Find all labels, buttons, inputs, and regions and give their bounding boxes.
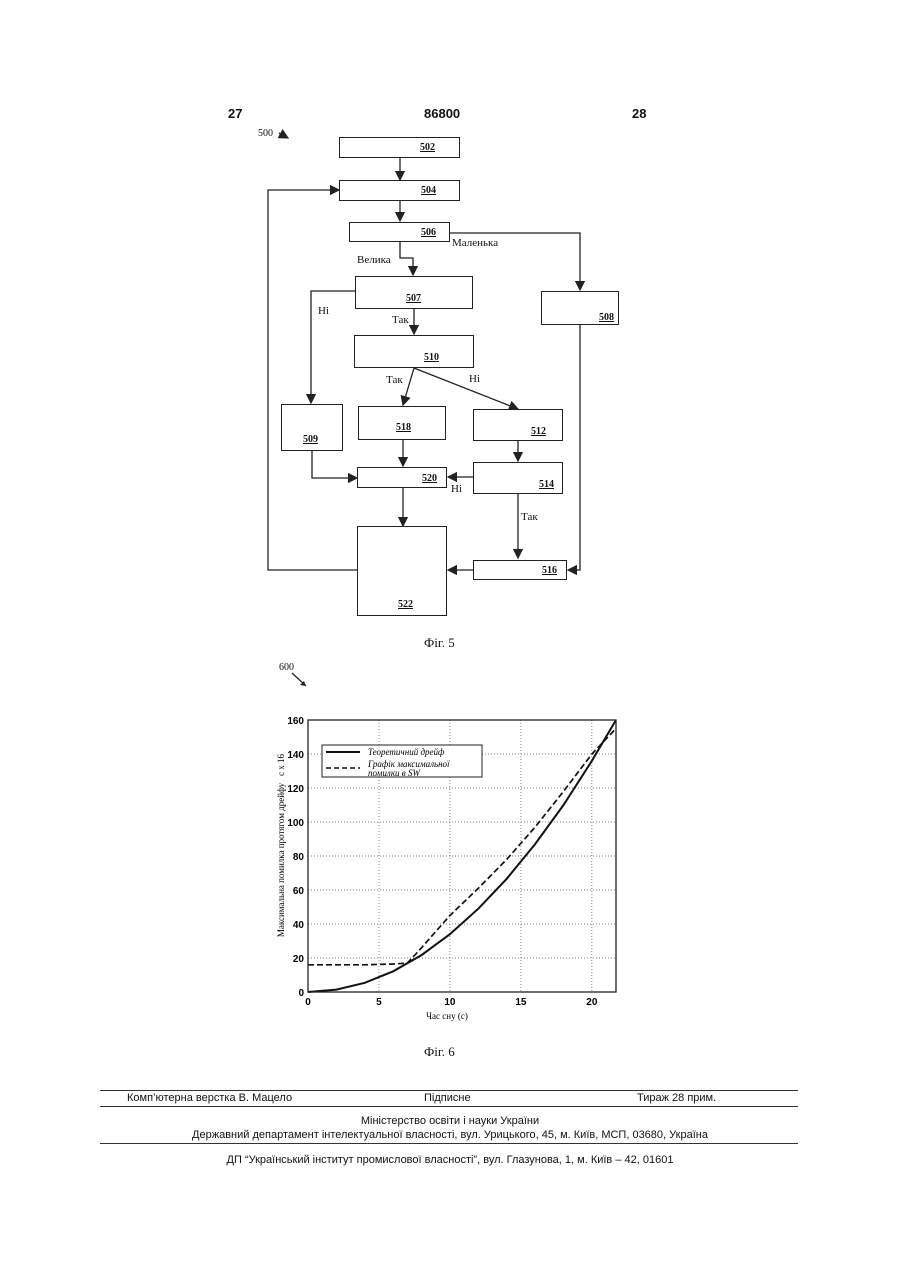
y-tick-label: 60: [293, 886, 305, 897]
footer-department: Державний департамент інтелектуальної вл…: [0, 1129, 900, 1141]
x-tick-label: 0: [305, 997, 311, 1008]
y-tick-label: 160: [287, 716, 304, 727]
footer-rule-middle: [100, 1106, 798, 1107]
footer-institute: ДП “Український інститут промислової вла…: [0, 1154, 900, 1166]
legend-entry-max-error-line2: помилки в SW: [368, 768, 421, 778]
y-tick-label: 0: [298, 988, 304, 999]
footer-ministry: Міністерство освіти і науки України: [0, 1115, 900, 1127]
footer-signed: Підписне: [424, 1092, 471, 1104]
y-tick-label: 80: [293, 852, 305, 863]
y-axis-label-extra: с х 16: [276, 754, 286, 776]
x-tick-label: 15: [515, 997, 527, 1008]
chart-legend: Теоретичний дрейф Графік максимальної по…: [322, 745, 482, 778]
x-axis-label: Час сну (с): [426, 1011, 468, 1021]
y-tick-label: 120: [287, 784, 304, 795]
figure-6-chart: 0 5 10 15 20 0 20 40 60 80 100 120 140 160 Теоретични…: [0, 0, 900, 1040]
y-tick-label: 20: [293, 954, 305, 965]
x-tick-label: 20: [586, 997, 598, 1008]
footer-layout-credit: Комп’ютерна верстка В. Мацело: [127, 1092, 292, 1104]
x-tick-label: 10: [444, 997, 456, 1008]
y-axis-label: Максимальна помилка протягом дрейфу: [276, 782, 286, 937]
footer-circulation: Тираж 28 прим.: [637, 1092, 716, 1104]
x-tick-label: 5: [376, 997, 382, 1008]
y-tick-label: 140: [287, 750, 304, 761]
y-tick-label: 40: [293, 920, 305, 931]
y-tick-label: 100: [287, 818, 304, 829]
legend-entry-theoretical: Теоретичний дрейф: [368, 747, 445, 757]
figure-6-caption: Фіг. 6: [424, 1044, 455, 1060]
footer-rule-top: [100, 1090, 798, 1091]
footer-rule-bottom: [100, 1143, 798, 1144]
